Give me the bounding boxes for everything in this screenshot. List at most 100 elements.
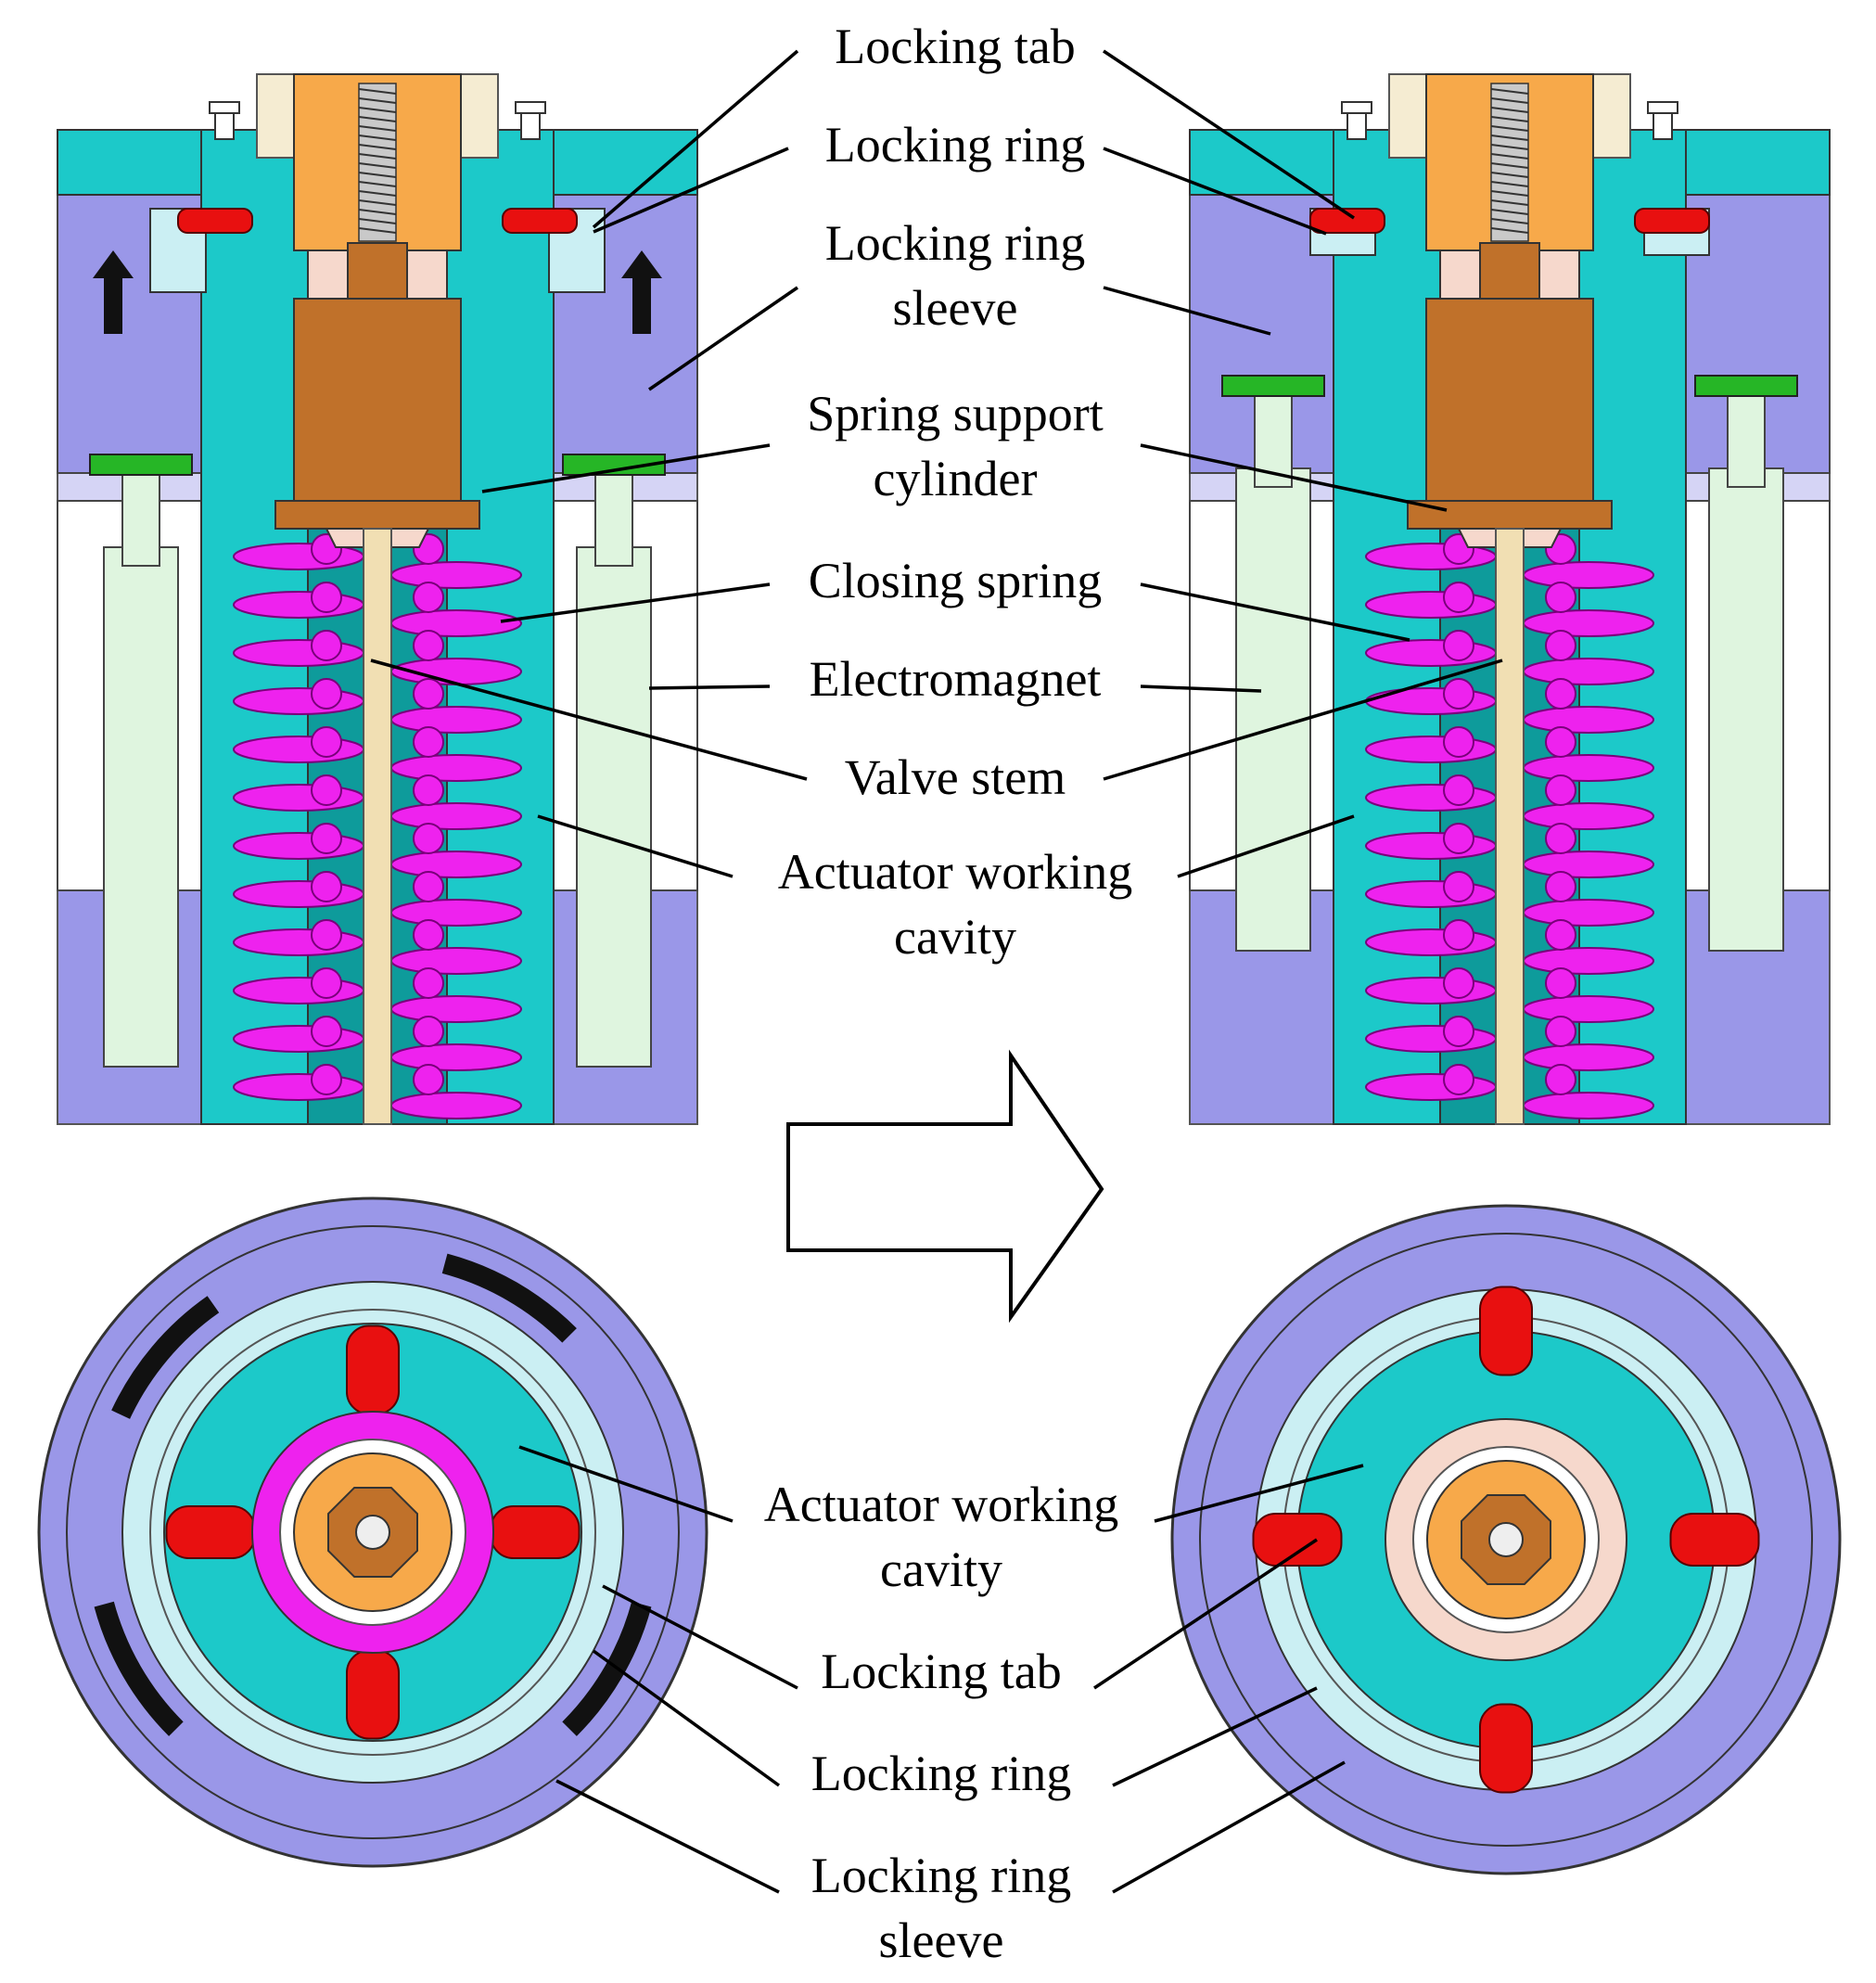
- closing-spring-coil: [1523, 658, 1654, 685]
- locking-tab: [1309, 208, 1385, 234]
- closing-spring-section: [1545, 774, 1576, 806]
- closing-spring-section: [311, 774, 342, 806]
- closing-spring-coil: [233, 832, 364, 860]
- sleeve-groove: [66, 1225, 680, 1839]
- closing-spring-section: [1443, 726, 1474, 758]
- screw-head: [209, 101, 240, 114]
- leader-line: [592, 1649, 781, 1787]
- label-line: Actuator working: [778, 844, 1132, 900]
- closing-spring-section: [1545, 726, 1576, 758]
- closing-spring-coil: [1523, 609, 1654, 637]
- label-line: Spring support: [807, 386, 1104, 441]
- closing-spring-coil: [1365, 832, 1497, 860]
- closing-spring-section: [1443, 774, 1474, 806]
- leader-line: [555, 1779, 780, 1894]
- electromagnet-plunger: [576, 546, 652, 1068]
- closing-spring-section: [311, 871, 342, 902]
- armature-flange: [274, 500, 480, 530]
- closing-spring-coil: [1365, 1025, 1497, 1053]
- bottom-locking-ring-label: Locking ring: [811, 1746, 1071, 1801]
- plunger-rod: [1727, 393, 1766, 488]
- plan-view-locked: [1170, 1204, 1842, 1875]
- closing-spring-coil: [1523, 802, 1654, 830]
- closing-spring-section: [413, 967, 444, 999]
- closing-spring-section: [311, 823, 342, 854]
- closing-spring-coil: [1523, 561, 1654, 589]
- return-spring-coil: [1490, 97, 1529, 104]
- leader-line: [1140, 443, 1448, 512]
- closing-spring-coil: [1365, 880, 1497, 908]
- closing-spring-section: [1443, 1064, 1474, 1095]
- locking-tab: [502, 208, 578, 234]
- closing-spring-coil: [1365, 639, 1497, 667]
- closing-spring-coil: [390, 899, 522, 927]
- closing-spring-coil: [1365, 687, 1497, 715]
- return-spring-coil: [1490, 227, 1529, 234]
- leader-line: [1093, 1538, 1318, 1690]
- locking-tab: [165, 1505, 256, 1559]
- closing-spring-section: [311, 582, 342, 613]
- return-spring-coil: [1490, 153, 1529, 160]
- return-spring-coil: [358, 190, 397, 197]
- label-line: cavity: [894, 909, 1016, 965]
- valve-stem: [363, 528, 392, 1125]
- leader-line: [1140, 684, 1262, 693]
- closing-spring-section: [413, 582, 444, 613]
- locking-tab: [346, 1324, 400, 1415]
- closing-spring-section: [413, 726, 444, 758]
- armature-neck: [347, 242, 408, 300]
- leader-line: [1112, 1686, 1318, 1787]
- return-spring-coil: [1490, 116, 1529, 122]
- leader-lines: [370, 49, 1503, 1894]
- leader-line: [648, 684, 771, 690]
- closing-spring-coil: [1365, 591, 1497, 619]
- sleeve-groove: [1199, 1233, 1813, 1847]
- top-closing-spring-label: Closing spring: [809, 553, 1103, 608]
- closing-spring-section: [311, 967, 342, 999]
- return-spring-coil: [358, 88, 397, 95]
- armature-body: [293, 298, 462, 504]
- closing-spring-coil: [1523, 754, 1654, 782]
- return-spring-coil: [1490, 107, 1529, 113]
- armature-flange: [1407, 500, 1613, 530]
- return-spring-coil: [358, 199, 397, 206]
- label-line: Locking ring: [825, 117, 1085, 173]
- closing-spring-section: [1545, 1016, 1576, 1047]
- closing-spring-coil: [233, 639, 364, 667]
- closing-spring-section: [1443, 967, 1474, 999]
- return-spring-coil: [1490, 190, 1529, 197]
- closing-spring-coil: [1365, 928, 1497, 956]
- closing-spring-coil: [233, 1073, 364, 1101]
- return-spring-coil: [358, 107, 397, 113]
- closing-spring-section: [413, 774, 444, 806]
- closing-spring-coil: [233, 880, 364, 908]
- closing-spring-section: [1545, 823, 1576, 854]
- label-line: sleeve: [893, 280, 1018, 336]
- closing-spring-section: [413, 1016, 444, 1047]
- closing-spring-section: [1443, 823, 1474, 854]
- return-spring-coil: [358, 209, 397, 215]
- closing-spring-section: [1443, 678, 1474, 710]
- stem-end: [1488, 1522, 1524, 1557]
- closing-spring-section: [311, 726, 342, 758]
- electromagnet-plunger: [103, 546, 179, 1068]
- return-spring: [1490, 83, 1529, 242]
- armature-body: [1425, 298, 1594, 504]
- top-valve-stem-label: Valve stem: [845, 749, 1066, 805]
- return-spring-coil: [358, 153, 397, 160]
- plunger-rod: [594, 472, 633, 567]
- transition-arrow: [786, 1049, 1104, 1324]
- closing-spring-section: [413, 678, 444, 710]
- label-line: Closing spring: [809, 553, 1103, 608]
- return-spring-coil: [358, 134, 397, 141]
- closing-spring-coil: [1365, 1073, 1497, 1101]
- return-spring-coil: [358, 116, 397, 122]
- closing-spring-section: [1545, 582, 1576, 613]
- return-spring-coil: [1490, 134, 1529, 141]
- closing-spring-section: [413, 630, 444, 661]
- right-arrow-icon: [786, 1049, 1104, 1324]
- green-armature: [1694, 375, 1798, 397]
